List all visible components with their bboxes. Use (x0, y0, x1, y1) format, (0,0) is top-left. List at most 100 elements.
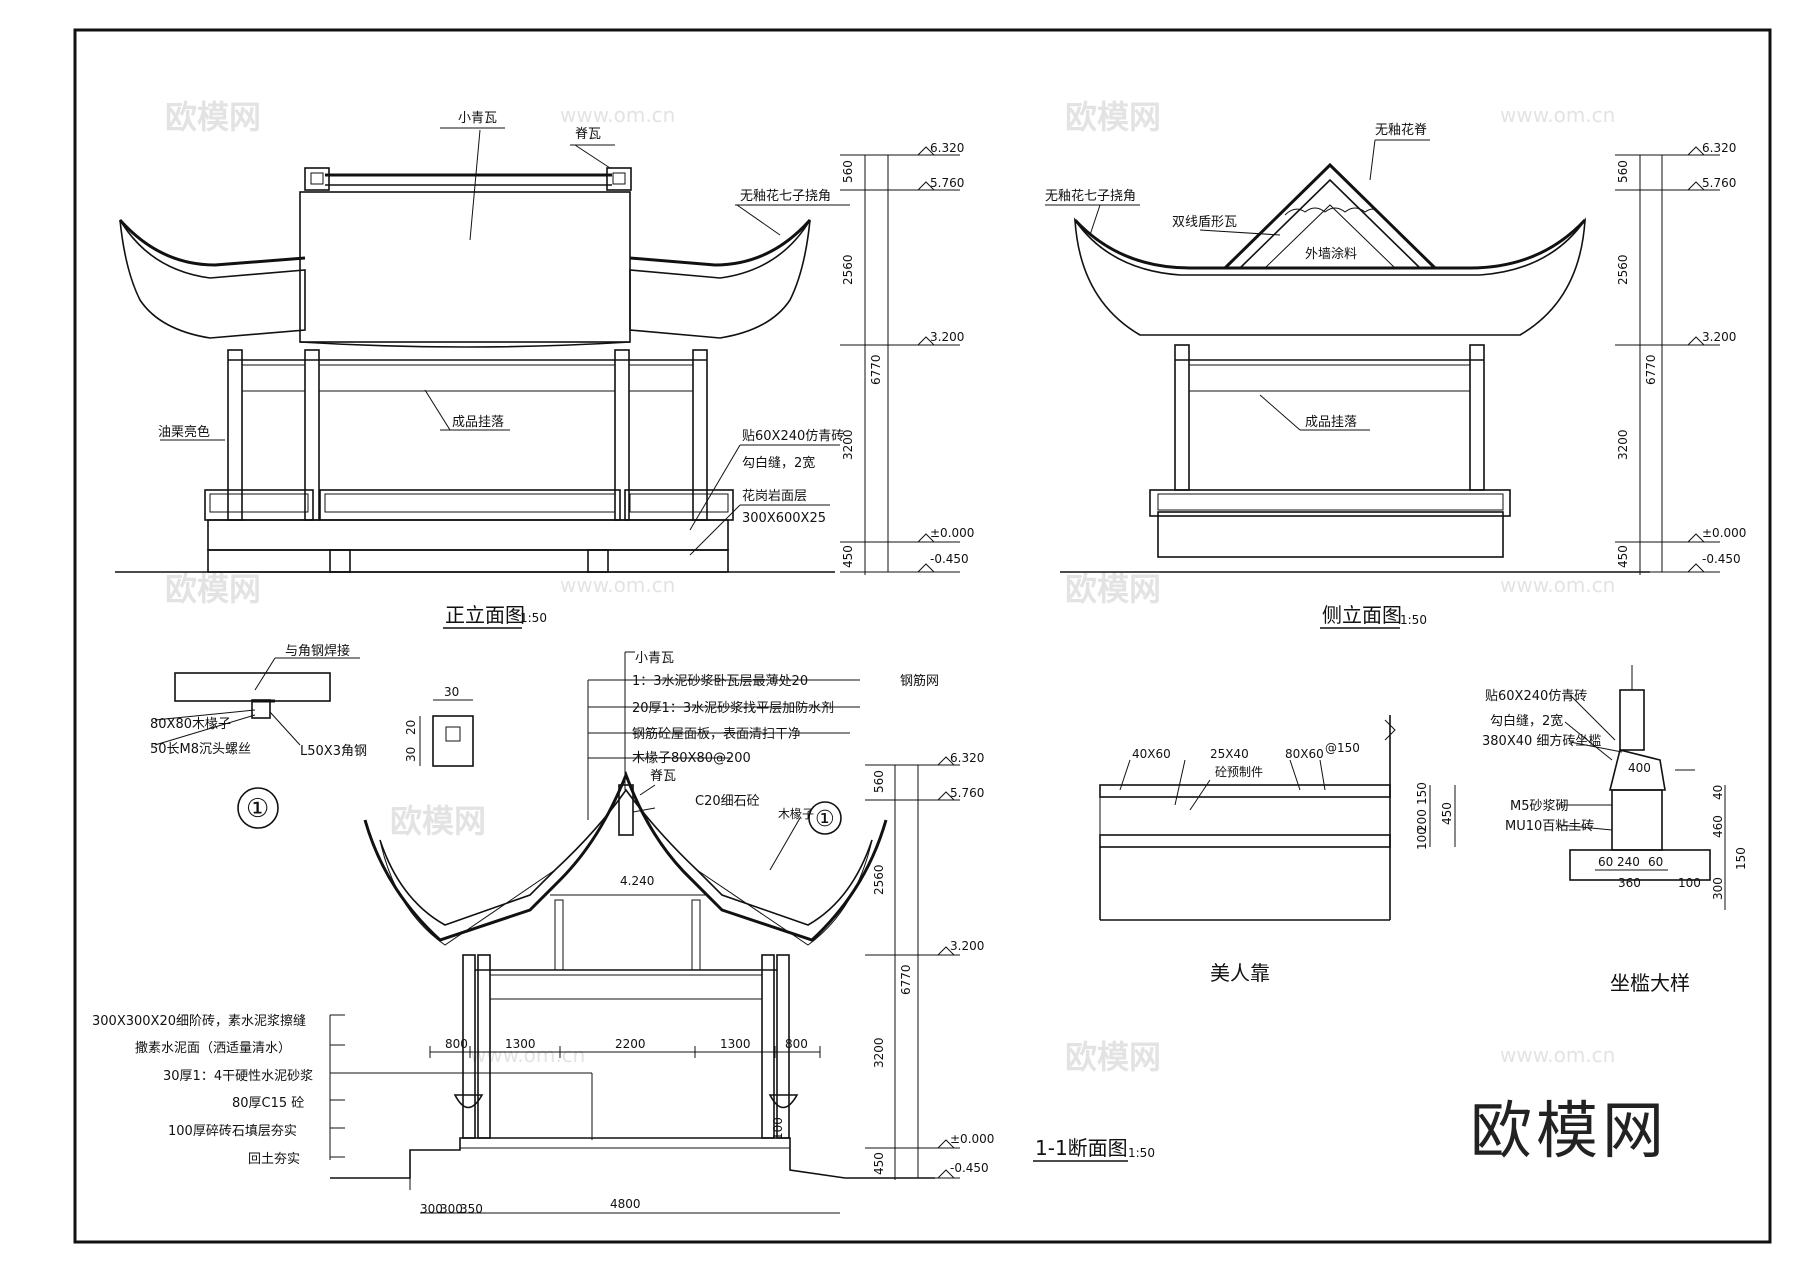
svg-text:3200: 3200 (872, 1037, 886, 1068)
svg-text:240: 240 (1617, 855, 1640, 869)
svg-text:欧模网: 欧模网 (165, 98, 261, 136)
svg-text:①: ① (246, 794, 269, 824)
svg-text:小青瓦: 小青瓦 (458, 111, 497, 126)
sill-detail: 贴60X240仿青砖 勾白缝，2宽 380X40 细方砖坐槛 M5砂浆砌 MU1… (1482, 665, 1748, 995)
svg-text:外墙涂料: 外墙涂料 (1305, 246, 1357, 262)
svg-text:欧模网: 欧模网 (1065, 1038, 1161, 1076)
svg-text:L50X3角钢: L50X3角钢 (300, 744, 367, 759)
svg-text:欧模网: 欧模网 (390, 802, 486, 840)
svg-text:30厚1：4干硬性水泥砂浆: 30厚1：4干硬性水泥砂浆 (163, 1069, 313, 1084)
svg-text:450: 450 (872, 1152, 886, 1175)
svg-text:200: 200 (1415, 809, 1429, 832)
svg-text:木椽子80X80@200: 木椽子80X80@200 (632, 751, 751, 766)
svg-text:1:50: 1:50 (1400, 613, 1427, 627)
bench-detail: 40X60 25X40 80X60 @150 砼预制件 150 200 100 … (1099, 715, 1456, 985)
svg-text:450: 450 (1440, 802, 1454, 825)
svg-text:±0.000: ±0.000 (950, 1132, 994, 1146)
svg-text:450: 450 (841, 545, 855, 568)
svg-text:www.om.cn: www.om.cn (1500, 1043, 1615, 1067)
svg-text:钢筋砼屋面板，表面清扫干净: 钢筋砼屋面板，表面清扫干净 (632, 726, 801, 742)
front-elevation: 小青瓦 脊瓦 无釉花七子挠角 油栗亮色 成品挂落 贴60X240仿青砖 勾白缝，… (115, 111, 974, 629)
svg-text:80X80木椽子: 80X80木椽子 (150, 717, 231, 732)
svg-text:回土夯实: 回土夯实 (248, 1152, 300, 1167)
svg-text:360: 360 (1618, 876, 1641, 890)
svg-text:80厚C15 砼: 80厚C15 砼 (232, 1096, 304, 1111)
svg-text:木椽子: 木椽子 (778, 807, 814, 821)
svg-text:1:50: 1:50 (1128, 1146, 1155, 1160)
svg-text:欧模网: 欧模网 (1065, 570, 1161, 608)
svg-text:1-1断面图: 1-1断面图 (1035, 1136, 1128, 1160)
svg-text:欧模网: 欧模网 (165, 570, 261, 608)
svg-text:@150: @150 (1325, 741, 1360, 755)
svg-text:2560: 2560 (872, 864, 886, 895)
svg-text:3200: 3200 (1616, 429, 1630, 460)
svg-text:砼预制件: 砼预制件 (1215, 765, 1263, 779)
svg-text:6.320: 6.320 (950, 751, 984, 765)
svg-text:6.320: 6.320 (930, 141, 964, 155)
watermarks: 欧模网 www.om.cn 欧模网 www.om.cn 欧模网 www.om.c… (165, 98, 1615, 1076)
detail-one: 与角钢焊接 80X80木椽子 50长M8沉头螺丝 L50X3角钢 ① 30 20… (150, 643, 474, 829)
svg-text:40: 40 (1711, 785, 1725, 800)
svg-text:±0.000: ±0.000 (1702, 526, 1746, 540)
svg-text:±0.000: ±0.000 (930, 526, 974, 540)
svg-text:1：3水泥砂浆卧瓦层最薄处20: 1：3水泥砂浆卧瓦层最薄处20 (632, 674, 808, 689)
svg-text:100: 100 (771, 1117, 785, 1140)
svg-text:无釉花七子挠角: 无釉花七子挠角 (740, 188, 831, 204)
svg-text:欧模网: 欧模网 (1065, 98, 1161, 136)
svg-text:20厚1：3水泥砂浆找平层加防水剂: 20厚1：3水泥砂浆找平层加防水剂 (632, 700, 834, 716)
svg-text:6770: 6770 (899, 964, 913, 995)
svg-text:400: 400 (1628, 761, 1651, 775)
svg-text:30: 30 (404, 747, 418, 762)
svg-text:3.200: 3.200 (930, 330, 964, 344)
svg-text:钢筋网: 钢筋网 (900, 673, 939, 689)
svg-text:与角钢焊接: 与角钢焊接 (285, 643, 350, 659)
svg-text:www.om.cn: www.om.cn (560, 103, 675, 127)
svg-text:300: 300 (440, 1202, 463, 1216)
svg-text:60: 60 (1648, 855, 1663, 869)
svg-text:www.om.cn: www.om.cn (560, 573, 675, 597)
svg-text:脊瓦: 脊瓦 (575, 127, 601, 142)
svg-text:350: 350 (460, 1202, 483, 1216)
svg-text:成品挂落: 成品挂落 (452, 415, 504, 430)
svg-text:560: 560 (872, 770, 886, 793)
svg-text:300: 300 (1711, 877, 1725, 900)
svg-text:勾白缝，2宽: 勾白缝，2宽 (742, 455, 815, 471)
svg-text:450: 450 (1616, 545, 1630, 568)
svg-text:花岗岩面层: 花岗岩面层 (742, 488, 807, 504)
svg-text:800: 800 (785, 1037, 808, 1051)
svg-text:2200: 2200 (615, 1037, 646, 1051)
svg-text:5.760: 5.760 (950, 786, 984, 800)
svg-text:-0.450: -0.450 (1702, 552, 1741, 566)
svg-text:4800: 4800 (610, 1197, 641, 1211)
svg-text:美人靠: 美人靠 (1210, 961, 1270, 985)
svg-text:贴60X240仿青砖: 贴60X240仿青砖 (1485, 689, 1587, 704)
svg-text:5.760: 5.760 (1702, 176, 1736, 190)
svg-text:无釉花七子挠角: 无釉花七子挠角 (1045, 188, 1136, 204)
svg-text:30: 30 (444, 685, 459, 699)
svg-text:300X600X25: 300X600X25 (742, 511, 826, 526)
svg-text:460: 460 (1711, 815, 1725, 838)
svg-text:无釉花脊: 无釉花脊 (1375, 122, 1427, 138)
svg-text:3.200: 3.200 (950, 939, 984, 953)
svg-text:脊瓦: 脊瓦 (650, 769, 676, 784)
svg-text:M5砂浆砌: M5砂浆砌 (1510, 799, 1569, 814)
svg-text:1300: 1300 (505, 1037, 536, 1051)
svg-text:小青瓦: 小青瓦 (635, 651, 674, 666)
svg-text:300: 300 (420, 1202, 443, 1216)
svg-text:侧立面图: 侧立面图 (1322, 603, 1402, 627)
svg-text:-0.450: -0.450 (930, 552, 969, 566)
svg-text:50长M8沉头螺丝: 50长M8沉头螺丝 (150, 742, 251, 757)
svg-text:油栗亮色: 油栗亮色 (158, 424, 210, 440)
svg-text:1300: 1300 (720, 1037, 751, 1051)
svg-text:150: 150 (1415, 782, 1429, 805)
svg-text:C20细石砼: C20细石砼 (695, 794, 760, 809)
svg-text:坐槛大样: 坐槛大样 (1610, 971, 1690, 995)
svg-text:www.om.cn: www.om.cn (1500, 103, 1615, 127)
svg-text:www.om.cn: www.om.cn (1500, 573, 1615, 597)
svg-text:1:50: 1:50 (520, 611, 547, 625)
svg-text:100: 100 (1415, 827, 1429, 850)
section-1-1: 4.240 小青瓦 1：3水泥砂浆卧瓦层最薄处20 20厚1：3水泥砂浆找平层加… (92, 651, 1155, 1216)
svg-text:100厚碎砖石填层夯实: 100厚碎砖石填层夯实 (168, 1124, 297, 1139)
